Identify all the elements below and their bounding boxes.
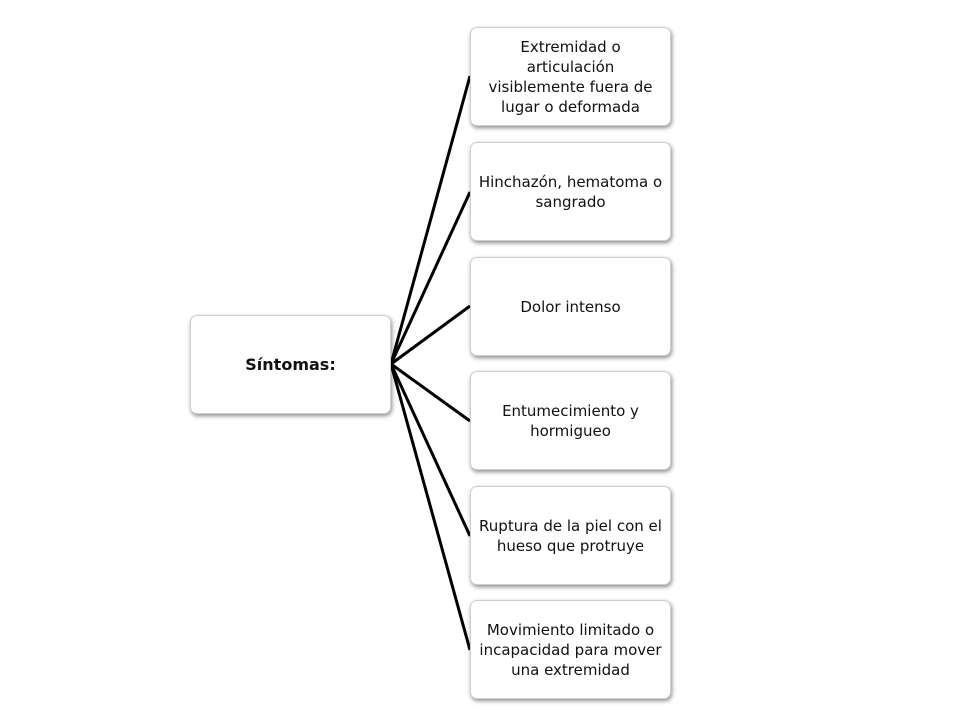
connector-line-5 bbox=[389, 363, 472, 537]
symptom-node-deformity: Extremidad o articulación visiblemente f… bbox=[470, 27, 671, 126]
symptom-node-swelling: Hinchazón, hematoma o sangrado bbox=[470, 142, 671, 241]
symptom-node-limited-movement: Movimiento limitado o incapacidad para m… bbox=[470, 600, 671, 699]
connector-line-2 bbox=[389, 191, 472, 365]
root-label: Síntomas: bbox=[245, 354, 336, 374]
symptom-label: Entumecimiento y hormigueo bbox=[502, 401, 639, 440]
symptom-label: Extremidad o articulación visiblemente f… bbox=[488, 37, 653, 116]
symptom-node-pain: Dolor intenso bbox=[470, 257, 671, 356]
symptom-node-numbness: Entumecimiento y hormigueo bbox=[470, 371, 671, 470]
connector-line-4 bbox=[390, 362, 471, 423]
symptom-label: Hinchazón, hematoma o sangrado bbox=[478, 172, 663, 211]
root-node-sintomas: Síntomas: bbox=[190, 315, 391, 414]
symptom-label: Movimiento limitado o incapacidad para m… bbox=[479, 620, 662, 679]
symptom-node-skin-rupture: Ruptura de la piel con el hueso que prot… bbox=[470, 486, 671, 585]
connector-line-6 bbox=[389, 363, 472, 651]
connector-line-3 bbox=[390, 304, 471, 366]
symptom-label: Ruptura de la piel con el hueso que prot… bbox=[479, 516, 662, 555]
connector-line-1 bbox=[389, 75, 472, 365]
symptom-label: Dolor intenso bbox=[520, 297, 621, 316]
